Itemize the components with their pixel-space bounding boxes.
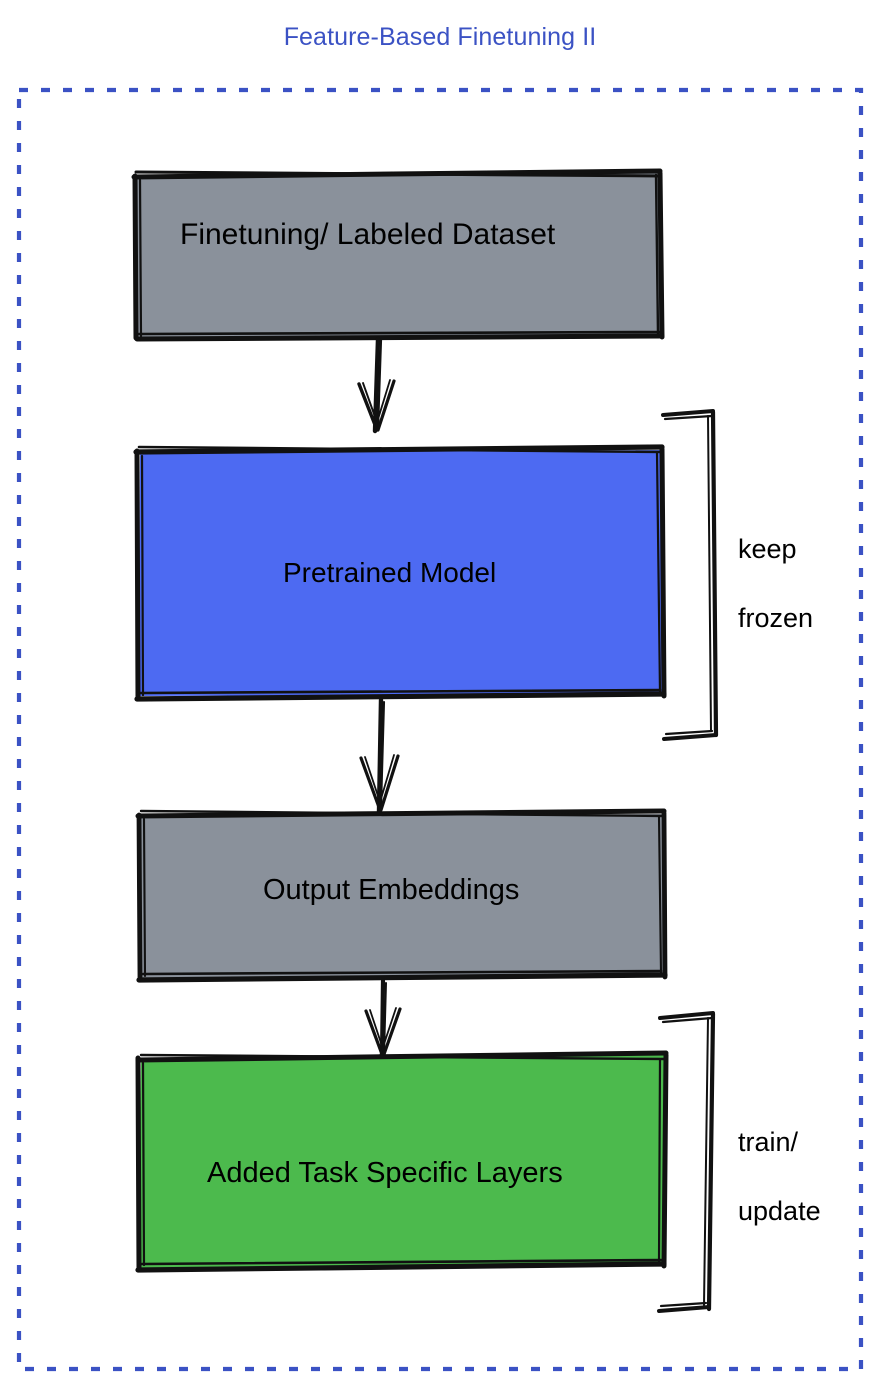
page-title: Feature-Based Finetuning II xyxy=(283,23,597,51)
node-label-pretrained-model: Pretrained Model xyxy=(283,557,497,588)
edge-dataset-to-model xyxy=(357,336,396,434)
bracket-train-update xyxy=(657,1011,716,1313)
bracket-keep-frozen xyxy=(661,409,719,741)
node-added-task-specific-layers[interactable] xyxy=(135,1050,669,1273)
dashed-container-border xyxy=(16,87,864,1372)
node-output-embeddings[interactable] xyxy=(135,808,668,983)
edge-embeddings-to-layers xyxy=(364,978,402,1061)
annotation-train-update-line1: train/ xyxy=(738,1126,799,1157)
node-label-added-task-specific-layers: Added Task Specific Layers xyxy=(207,1157,563,1189)
annotation-keep-frozen-line2: frozen xyxy=(738,602,814,633)
annotation-keep-frozen: keep frozen xyxy=(738,497,813,670)
node-label-output-embeddings: Output Embeddings xyxy=(263,874,520,906)
annotation-keep-frozen-line1: keep xyxy=(738,533,797,564)
annotation-train-update-line2: update xyxy=(738,1195,821,1226)
node-label-finetuning-dataset: Finetuning/ Labeled Dataset xyxy=(180,218,556,251)
annotation-train-update: train/ update xyxy=(738,1090,821,1263)
node-pretrained-model[interactable] xyxy=(133,444,667,702)
edge-model-to-embeddings xyxy=(359,697,400,814)
node-finetuning-dataset[interactable] xyxy=(131,168,665,342)
